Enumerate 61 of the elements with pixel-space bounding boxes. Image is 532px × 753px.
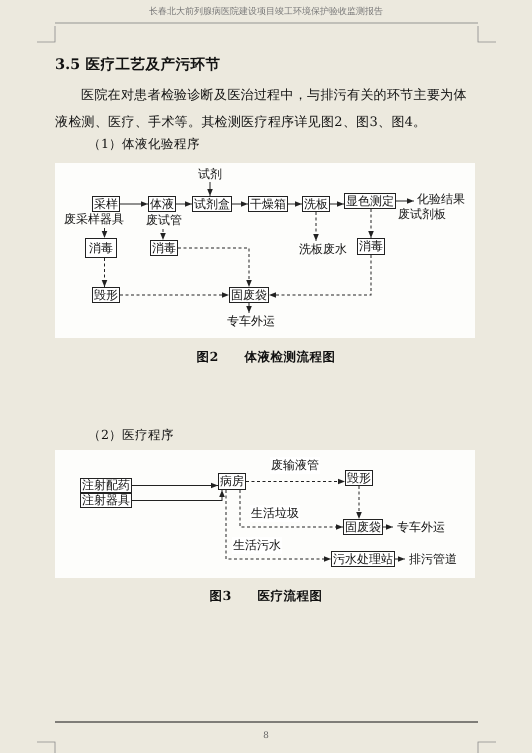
arrow [330, 201, 344, 207]
arrow [132, 482, 218, 488]
arrow [288, 201, 302, 207]
section-heading: 3.5 医疗工艺及产污环节 [55, 55, 220, 74]
flow-text: 排污管道 [405, 551, 461, 567]
figure-caption: 图2 体液检测流程图 [196, 349, 336, 366]
arrow [313, 212, 319, 242]
waste-label: 废采样器具 [63, 212, 125, 227]
process-box: 洗板 [302, 196, 330, 212]
process-box: 显色测定 [344, 193, 396, 209]
arrow [120, 292, 230, 298]
flow-text: 试剂 [196, 167, 224, 182]
arrow [356, 486, 362, 520]
flow-text: 专车外运 [393, 519, 449, 535]
process-box: 固废袋 [343, 519, 383, 535]
arrow [207, 182, 213, 196]
process-box: 污水处理站 [331, 551, 395, 567]
arrow [132, 490, 225, 501]
arrow [246, 302, 252, 314]
process-box: 试剂盒 [192, 196, 232, 212]
process-box: 毁形 [92, 287, 120, 303]
figure-caption: 图3 医疗流程图 [208, 588, 324, 605]
arrow [268, 254, 372, 298]
arrow [102, 228, 108, 238]
waste-label: 废试剂板 [398, 206, 446, 223]
paragraph: 医院在对患者检验诊断及医治过程中，与排污有关的环节主要为体液检测、医疗、手术等。其检测医疗程序详见图2、图3、图4。 [55, 87, 468, 132]
flow-text: 化验结果 [414, 191, 468, 207]
flow-text: 洗板废水 [296, 241, 350, 257]
edge-label: 废输液管 [270, 457, 320, 474]
arrow [246, 478, 346, 484]
process-box: 采样 [92, 196, 120, 212]
process-box: 固废袋 [229, 287, 269, 303]
process-box: 毁形 [345, 470, 373, 486]
process-box: 体液 [148, 196, 176, 212]
process-box: 消毒 [357, 238, 385, 255]
arrow [176, 201, 192, 207]
arrow [368, 208, 374, 238]
arrow [120, 201, 148, 207]
process-box: 注射器具 [80, 493, 132, 508]
process-box: 注射配药 [80, 478, 132, 493]
subheading: （2）医疗程序 [88, 427, 174, 444]
arrow [226, 490, 332, 562]
arrow [382, 524, 394, 530]
subheading: （1）体液化验程序 [88, 136, 200, 153]
process-box: 消毒 [150, 240, 178, 256]
page-header: 长春北大前列腺病医院建设项目竣工环境保护验收监测报告 [148, 6, 384, 18]
arrow [232, 201, 248, 207]
process-box: 干燥箱 [248, 196, 288, 212]
waste-label: 废试管 [145, 213, 183, 228]
arrow [160, 228, 166, 240]
edge-label: 生活垃圾 [250, 505, 300, 522]
arrow [178, 248, 252, 288]
edge-label: 生活污水 [232, 537, 282, 554]
process-box: 消毒 [85, 238, 117, 258]
page-number: 8 [262, 731, 270, 741]
arrow [394, 556, 406, 562]
process-box: 病房 [218, 473, 246, 490]
arrow [102, 258, 108, 288]
flow-text: 专车外运 [224, 313, 278, 329]
arrow [396, 198, 414, 204]
arrow [240, 490, 344, 530]
